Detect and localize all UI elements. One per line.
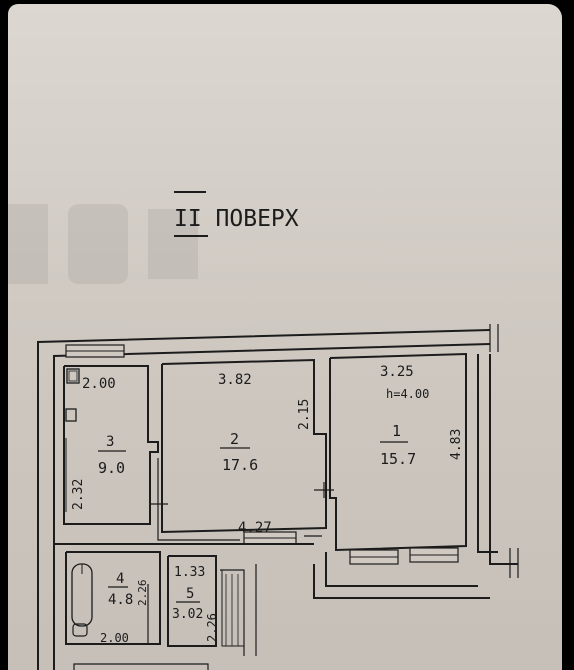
room-5-dim-top: 1.33 bbox=[174, 565, 205, 580]
outer-walls bbox=[37, 324, 519, 670]
room-1-dim-side: 4.83 bbox=[449, 429, 464, 460]
lower-room-edge bbox=[73, 663, 209, 670]
room-1-number: 1 bbox=[392, 422, 401, 440]
room-4-dim-bottom: 2.00 bbox=[100, 631, 129, 645]
room-5-area: 3.02 bbox=[172, 607, 203, 622]
room-2-number: 2 bbox=[230, 430, 239, 448]
floor-title: II ПОВЕРХ bbox=[174, 206, 299, 232]
room-3-dim-side: 2.32 bbox=[71, 479, 86, 510]
room-2 bbox=[157, 358, 334, 545]
room-2-dim-bottom: 4.27 bbox=[238, 520, 272, 536]
room-5-number: 5 bbox=[186, 586, 194, 602]
room-3 bbox=[63, 365, 168, 525]
room-4-dim-side: 2.26 bbox=[136, 580, 149, 607]
window-top bbox=[65, 344, 125, 358]
room-4-area: 4.8 bbox=[108, 592, 133, 608]
room-4 bbox=[65, 551, 161, 645]
room-3-area: 9.0 bbox=[98, 459, 125, 477]
room-2-dim-top: 3.82 bbox=[218, 372, 252, 388]
room-4-number: 4 bbox=[116, 571, 124, 587]
room-5-dim-side: 2.26 bbox=[205, 613, 219, 642]
paper-sheet: II ПОВЕРХ bbox=[8, 4, 562, 670]
floor-plan-drawing: II ПОВЕРХ bbox=[8, 191, 519, 670]
room-5 bbox=[167, 555, 257, 656]
room-1-ceiling-height: h=4.00 bbox=[386, 387, 429, 401]
toilet-icon bbox=[72, 623, 88, 637]
room-1-area: 15.7 bbox=[380, 450, 416, 468]
room-2-dim-side: 2.15 bbox=[297, 399, 312, 430]
room-3-number: 3 bbox=[106, 434, 114, 450]
room-3-dim-top: 2.00 bbox=[82, 376, 116, 392]
room-1 bbox=[329, 352, 467, 565]
watermark bbox=[8, 204, 198, 284]
room-2-area: 17.6 bbox=[222, 456, 258, 474]
room-1-dim-top: 3.25 bbox=[380, 364, 414, 380]
